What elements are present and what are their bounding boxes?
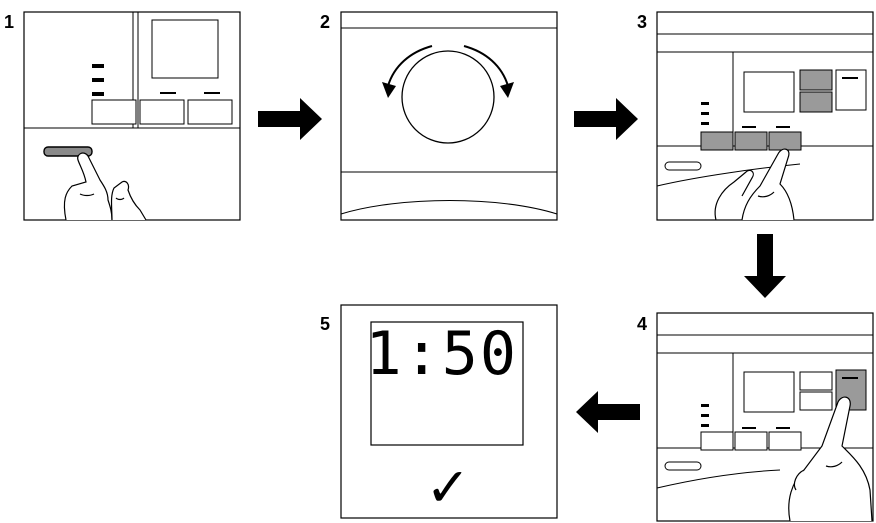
display-window bbox=[743, 371, 795, 413]
rotate-arrows-icon bbox=[382, 45, 514, 98]
step-3-number: 3 bbox=[637, 12, 647, 32]
option-button bbox=[700, 431, 734, 451]
option-button bbox=[91, 99, 137, 125]
step-4-panel: 4 bbox=[637, 312, 874, 522]
option-button-pressed bbox=[799, 91, 833, 113]
display-window bbox=[743, 71, 795, 113]
option-button bbox=[799, 371, 833, 391]
option-button-pressed bbox=[799, 69, 833, 91]
option-button-pressed bbox=[700, 131, 734, 151]
arrow-right-icon bbox=[258, 98, 322, 140]
step-5-number: 5 bbox=[320, 314, 330, 334]
arrow-down-icon bbox=[744, 234, 786, 298]
option-button bbox=[768, 431, 802, 451]
display-window bbox=[151, 19, 219, 79]
option-button bbox=[187, 99, 233, 125]
pressing-hand bbox=[63, 152, 147, 221]
option-button bbox=[139, 99, 185, 125]
step-1-number: 1 bbox=[4, 12, 14, 32]
option-button-pressed bbox=[768, 131, 802, 151]
step-2-number: 2 bbox=[320, 12, 330, 32]
step-2-panel: 2 bbox=[320, 11, 558, 221]
display-time: 1:50 bbox=[366, 319, 519, 389]
step-4-number: 4 bbox=[637, 314, 647, 334]
step-1-panel: 1 bbox=[4, 11, 241, 221]
pressing-hand bbox=[788, 396, 873, 522]
arrow-right-icon bbox=[574, 98, 638, 140]
check-icon: ✓ bbox=[425, 456, 470, 519]
option-button bbox=[734, 431, 768, 451]
arrow-left-icon bbox=[576, 391, 640, 433]
display-window bbox=[370, 321, 524, 446]
step-3-panel: 3 bbox=[637, 11, 874, 221]
option-button-pressed bbox=[734, 131, 768, 151]
step-5-panel: 5 1:50 ✓ bbox=[320, 304, 558, 519]
on-off-button bbox=[664, 461, 702, 471]
option-button bbox=[799, 391, 833, 411]
program-dial bbox=[401, 50, 495, 144]
on-off-button bbox=[664, 161, 702, 171]
option-button bbox=[835, 69, 867, 111]
pressing-hand bbox=[714, 148, 795, 221]
